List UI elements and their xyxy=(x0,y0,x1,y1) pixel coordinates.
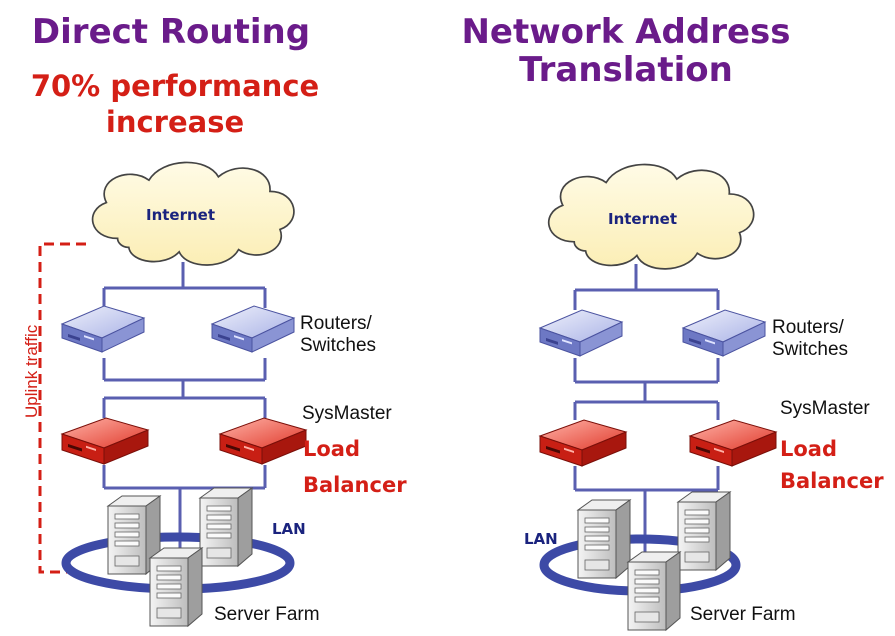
left-subtitle-line1: 70% performance xyxy=(30,69,320,103)
right-title-line1: Network Address xyxy=(461,12,791,52)
right-server-farm-label: Server Farm xyxy=(690,604,796,625)
server-icon xyxy=(627,551,681,631)
uplink-traffic-label: Uplink traffic xyxy=(22,324,41,418)
router-icon xyxy=(682,309,766,357)
right-routers-label-line2: Switches xyxy=(772,339,849,360)
load-balancer-icon xyxy=(539,419,627,467)
right-title-line2: Translation xyxy=(519,50,733,90)
network-wires xyxy=(573,264,720,552)
left-sysmaster-label: SysMaster xyxy=(302,403,392,424)
left-lan-label: LAN xyxy=(272,520,306,538)
server-icon xyxy=(149,547,203,627)
left-title: Direct Routing xyxy=(31,12,311,52)
left-balancer-label: Balancer xyxy=(303,473,407,497)
left-diagram xyxy=(38,161,307,627)
left-routers-label-line2: Switches xyxy=(300,335,377,356)
left-cloud-label: Internet xyxy=(146,206,216,224)
right-cloud-label: Internet xyxy=(608,210,678,228)
left-server-farm-label: Server Farm xyxy=(214,604,320,625)
server-icon xyxy=(577,499,631,579)
right-load-label: Load xyxy=(780,437,838,461)
router-icon xyxy=(61,305,145,353)
uplink-traffic-path xyxy=(38,242,86,574)
right-lan-label: LAN xyxy=(524,530,558,548)
left-routers-label-line1: Routers/ xyxy=(300,313,372,334)
load-balancer-icon xyxy=(61,417,149,465)
router-icon xyxy=(211,305,295,353)
load-balancer-icon xyxy=(689,419,777,467)
server-icon xyxy=(199,487,253,567)
right-sysmaster-label: SysMaster xyxy=(780,398,870,419)
right-balancer-label: Balancer xyxy=(780,469,884,493)
left-subtitle-line2: increase xyxy=(105,105,245,139)
left-load-label: Load xyxy=(303,437,361,461)
right-diagram xyxy=(539,163,777,631)
router-icon xyxy=(539,309,623,357)
load-balancer-icon xyxy=(219,417,307,465)
server-icon xyxy=(677,491,731,571)
right-routers-label-line1: Routers/ xyxy=(772,317,844,338)
